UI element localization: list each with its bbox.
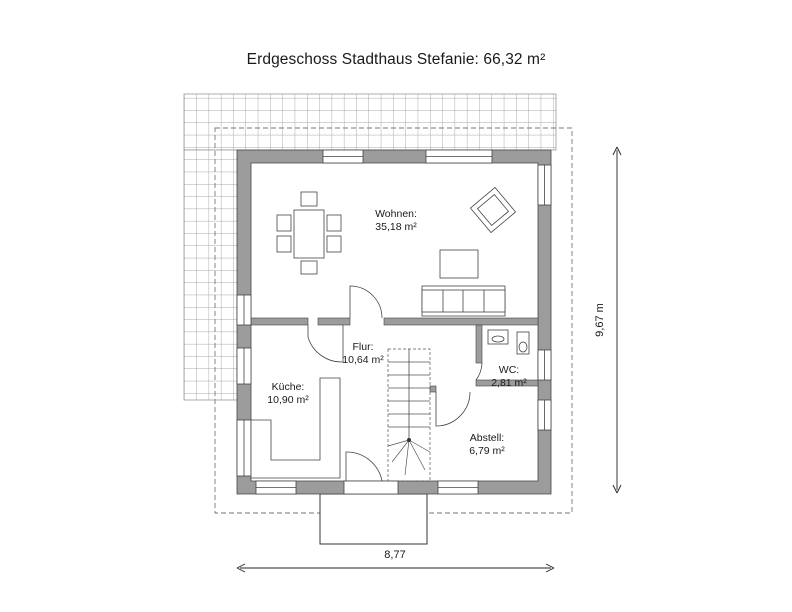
room-label-wohnen: Wohnen: xyxy=(375,208,417,220)
doors xyxy=(307,285,483,482)
room-area-wc: 2,81 m² xyxy=(491,377,527,389)
room-area-kueche: 10,90 m² xyxy=(267,394,309,406)
room-label-abstell: Abstell: xyxy=(470,432,504,444)
windows xyxy=(236,149,552,495)
staircase xyxy=(387,348,431,482)
sofa xyxy=(421,285,506,317)
plan-title: Erdgeschoss Stadthaus Stefanie: 66,32 m² xyxy=(246,51,546,68)
height-dimension xyxy=(612,146,622,494)
kitchen-counter xyxy=(250,377,341,479)
room-label-flur: Flur: xyxy=(353,341,374,353)
entrance-canopy xyxy=(319,493,428,545)
width-dimension xyxy=(236,563,555,573)
dining-set xyxy=(276,191,342,275)
coffee-table xyxy=(439,249,479,279)
armchair xyxy=(469,186,517,234)
height-dimension-label: 9,67 m xyxy=(594,303,606,337)
wc-fixtures xyxy=(487,329,530,355)
room-labels: Wohnen: 35,18 m² Flur: 10,64 m² Küche: 1… xyxy=(267,208,527,457)
room-area-abstell: 6,79 m² xyxy=(469,445,505,457)
width-dimension-label: 8,77 xyxy=(384,549,405,561)
room-area-flur: 10,64 m² xyxy=(342,354,384,366)
room-label-kueche: Küche: xyxy=(272,381,305,393)
room-label-wc: WC: xyxy=(499,364,519,376)
terrace-tiles xyxy=(183,93,557,401)
room-area-wohnen: 35,18 m² xyxy=(375,221,417,233)
